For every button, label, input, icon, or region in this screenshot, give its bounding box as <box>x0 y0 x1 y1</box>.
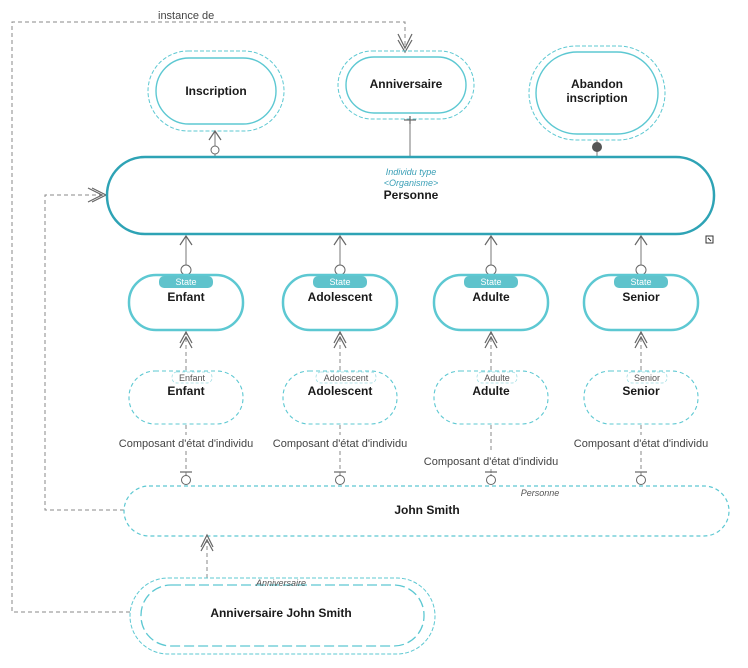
instance-of-connector: instance de <box>11 10 413 613</box>
personne-type: Individu type <box>386 167 437 177</box>
anniv-name: Anniversaire John Smith <box>210 606 351 620</box>
composant-adolescent-connector <box>334 425 346 485</box>
composant-senior-connector <box>635 425 647 485</box>
state-adolescent-label: Adolescent <box>308 290 373 304</box>
john-smith-instance[interactable]: Personne John Smith <box>123 485 730 537</box>
state-adulte-connector <box>484 234 498 276</box>
state-badge-label: State <box>175 277 196 287</box>
inscription-connector <box>208 129 222 157</box>
abandon-line2: inscription <box>566 91 627 105</box>
composant-label: Composant d'état d'individu <box>574 438 708 450</box>
state-badge: State <box>313 276 367 288</box>
instance-state-tag: Enfant <box>179 373 206 383</box>
state-badge: State <box>614 276 668 288</box>
state-adulte-label: Adulte <box>472 290 510 304</box>
state-badge: State <box>464 276 518 288</box>
composant-adulte-connector <box>485 425 497 485</box>
composant-enfant-connector <box>180 425 192 485</box>
event-inscription[interactable]: Inscription <box>147 50 285 132</box>
state-senior-connector <box>634 234 648 276</box>
composant-label: Composant d'état d'individu <box>424 456 558 468</box>
instance-state-enfant-label: Enfant <box>167 384 204 398</box>
instance-state-adolescent-label: Adolescent <box>308 384 373 398</box>
instance-state-tag: Adolescent <box>324 373 369 383</box>
abandon-line1: Abandon <box>571 77 623 91</box>
state-badge-label: State <box>480 277 501 287</box>
event-anniversaire-label: Anniversaire <box>370 77 443 91</box>
state-badge-label: State <box>329 277 350 287</box>
state-badge: State <box>159 276 213 288</box>
state-badge-label: State <box>630 277 651 287</box>
event-abandon-inscription[interactable]: Abandon inscription <box>528 45 666 141</box>
state-enfant-label: Enfant <box>167 290 204 304</box>
personne-name: Personne <box>384 188 439 202</box>
state-adolescent-connector <box>333 234 347 276</box>
event-anniversaire[interactable]: Anniversaire <box>337 50 475 120</box>
john-name: John Smith <box>394 503 459 517</box>
composant-label: Composant d'état d'individu <box>119 438 253 450</box>
personne-class[interactable]: Individu type <Organisme> Personne <box>105 155 716 236</box>
john-to-personne-connector <box>44 187 124 511</box>
instance-adulte-connector <box>484 330 498 370</box>
state-senior-label: Senior <box>622 290 660 304</box>
anniv-tag: Anniversaire <box>255 578 306 588</box>
resize-handle-icon[interactable] <box>705 235 714 244</box>
abandon-connector <box>592 140 602 157</box>
state-enfant-connector <box>179 234 193 276</box>
instance-state-tag: Senior <box>634 373 660 383</box>
john-tag: Personne <box>521 488 560 498</box>
composant-label: Composant d'état d'individu <box>273 438 407 450</box>
event-inscription-label: Inscription <box>185 84 246 98</box>
instance-adolescent-connector <box>333 330 347 370</box>
instance-state-senior-label: Senior <box>622 384 660 398</box>
personne-stereotype: <Organisme> <box>384 178 439 188</box>
anniv-connector <box>200 533 214 578</box>
anniversaire-john-smith-instance[interactable]: Anniversaire Anniversaire John Smith <box>129 577 436 655</box>
instance-label: instance de <box>158 10 214 22</box>
instance-enfant-connector <box>179 330 193 370</box>
instance-state-tag: Adulte <box>484 373 510 383</box>
instance-state-adulte-label: Adulte <box>472 384 510 398</box>
anniversaire-connector <box>404 116 416 157</box>
instance-senior-connector <box>634 330 648 370</box>
